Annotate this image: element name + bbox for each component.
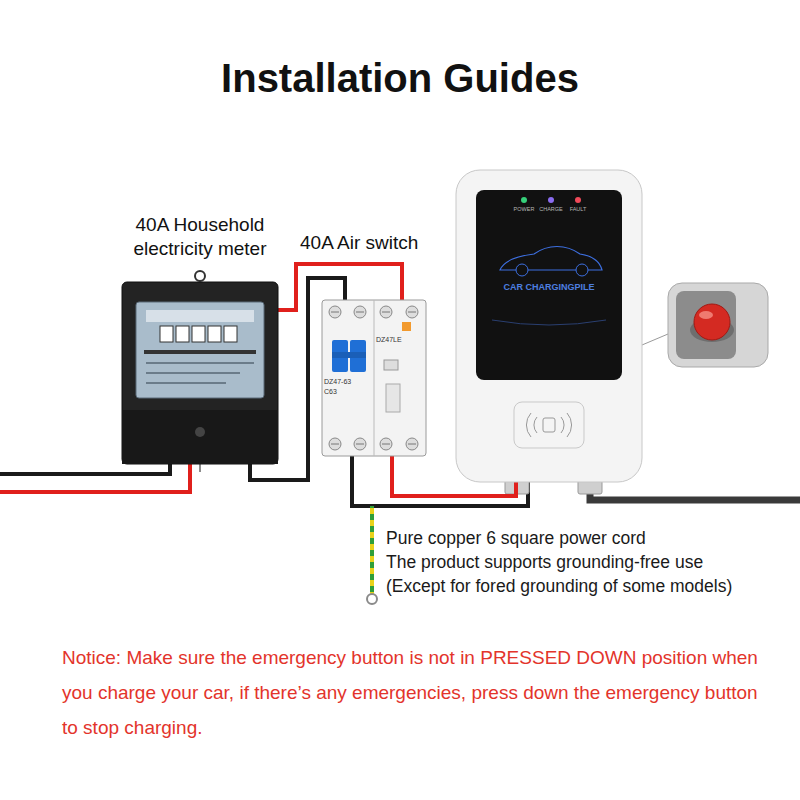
terminal-screw — [406, 438, 418, 450]
node-outline — [456, 170, 642, 482]
charging-pile: CAR CHARGINGPILE — [456, 170, 642, 482]
counter-digit — [176, 326, 189, 342]
emergency-inset — [668, 283, 768, 367]
terminal-screw — [354, 306, 366, 318]
input-wire-red — [0, 464, 190, 492]
counter-digit — [192, 326, 205, 342]
rfid-wave — [567, 413, 572, 437]
screw-slot — [356, 444, 364, 445]
status-led — [548, 197, 554, 203]
terminal-screw — [354, 438, 366, 450]
node-outline — [122, 282, 278, 464]
rfid-wave — [526, 413, 531, 437]
status-led — [575, 197, 581, 203]
cord-note: Pure copper 6 square power cord — [386, 528, 646, 550]
counter-digit — [224, 326, 237, 342]
meter-terminal-cover — [122, 410, 278, 464]
counter-digit — [160, 326, 173, 342]
terminal-screw — [329, 438, 341, 450]
input-wire-black — [0, 464, 170, 474]
screw-slot — [382, 444, 390, 445]
electricity-meter: 40A Household electricity meter — [122, 282, 278, 464]
car-wheel — [576, 264, 588, 276]
screw-slot — [331, 312, 339, 313]
node-heading: 40A Household electricity meter — [100, 213, 300, 262]
screen-line — [492, 320, 606, 325]
inset-leader-line — [642, 334, 668, 345]
meter-housing — [122, 282, 278, 464]
led-label: FAULT — [558, 206, 598, 213]
notice-text: Notice: Make sure the emergency button i… — [62, 640, 762, 745]
node-heading: 40A Air switch — [300, 231, 418, 256]
breaker-model: DZ47-63 — [324, 378, 351, 387]
terminal-screw — [380, 438, 392, 450]
rfid-pad — [514, 402, 584, 448]
meter-window — [136, 302, 264, 398]
module-divider — [374, 300, 375, 456]
counter-digit — [208, 326, 221, 342]
toggle-bar — [332, 352, 366, 358]
inset-panel — [676, 291, 736, 359]
meter-fine-print — [146, 362, 254, 364]
screw-slot — [408, 444, 416, 445]
ground-ring-terminal — [367, 594, 377, 604]
ground-wire-stripe — [370, 508, 374, 594]
meter-fine-print — [146, 382, 226, 384]
meter-screw — [195, 427, 205, 437]
led-label: POWER — [504, 206, 544, 213]
cord-note: The product supports grounding-free use — [386, 552, 703, 574]
screw-slot — [382, 312, 390, 313]
meter-seal-wire — [199, 464, 201, 472]
rfid-wave — [561, 417, 564, 433]
page-title: Installation Guides — [0, 56, 800, 101]
terminal-screw — [406, 306, 418, 318]
car-wheel — [516, 264, 528, 276]
charger-screen — [476, 190, 622, 380]
led-label: CHARGE — [531, 206, 571, 213]
breaker-body — [322, 300, 426, 456]
leakage-tag — [402, 322, 411, 331]
status-led — [521, 197, 527, 203]
button-highlight — [699, 311, 713, 319]
test-button — [384, 360, 398, 370]
emergency-button — [694, 304, 730, 340]
rfid-wave — [534, 417, 537, 433]
meter-disc — [144, 350, 256, 354]
screw-slot — [408, 312, 416, 313]
screw-slot — [356, 312, 364, 313]
meter-fine-print — [146, 372, 240, 374]
meter-hanger — [195, 271, 205, 281]
meter-plate — [146, 310, 254, 322]
rfid-card — [543, 418, 555, 432]
screw-slot — [331, 444, 339, 445]
ground-wire — [370, 506, 374, 594]
screen-label: CAR CHARGINGPILE — [476, 282, 622, 294]
cord-note: (Except for fored grounding of some mode… — [386, 576, 732, 598]
terminal-screw — [380, 306, 392, 318]
output-cable — [590, 482, 800, 500]
charger-body — [456, 170, 642, 482]
breaker-rating: C63 — [324, 388, 337, 397]
terminal-screw — [329, 306, 341, 318]
breaker-model: DZ47LE — [376, 336, 402, 345]
leakage-toggle — [386, 384, 400, 412]
